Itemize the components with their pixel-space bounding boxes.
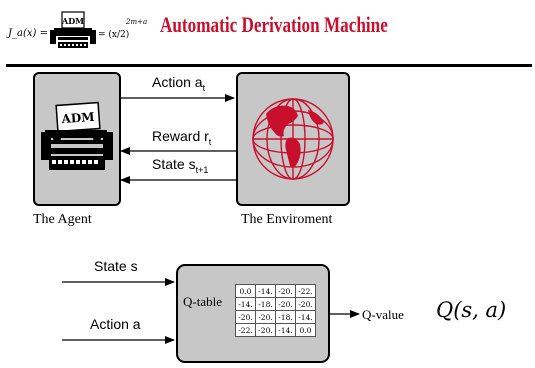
state-label-text: State s [152,156,196,172]
reward-label-text: Reward r [152,128,209,144]
table-cell: -20. [255,323,276,337]
q-formula: Q(s, a) [436,298,507,322]
table-row: 0.0 -14. -20. -22. [235,284,316,298]
action-label-sub: t [202,82,206,93]
qnet-state-label: State s [94,258,138,274]
table-cell: 0.0 [235,284,256,298]
table-cell: -14. [275,323,296,337]
table-row: -14. -18. -20. -20. [235,297,316,311]
action-label-text: Action a [152,74,203,90]
adm-machine-text: ADM [60,110,95,126]
q-value-label: Q-value [362,307,404,322]
table-cell: -20. [275,284,296,298]
table-cell: -18. [255,297,276,311]
adm-logo-small-text: ADM [61,16,84,26]
header-formula: J_a(x) = ADM = (x/2) 2m+a [8,10,148,58]
environment-box [236,72,350,206]
q-table-label: Q-table [183,294,222,309]
table-cell: -20. [295,297,316,311]
table-cell: -20. [255,310,276,324]
table-row: -22. -20. -14. 0.0 [235,323,316,337]
state-label-sub: t+1 [195,164,209,175]
agent-box: ADM [33,72,121,206]
header: J_a(x) = ADM = (x/2) 2m+a Automatic Deri… [0,0,535,67]
page-title: Automatic Derivation Machine [160,12,388,37]
table-cell: -20. [275,297,296,311]
table-cell: -14. [255,284,276,298]
table-cell: -14. [295,310,316,324]
reward-label-sub: t [208,136,212,147]
adm-logo-small-icon: ADM [50,11,96,48]
table-row: -20. -20. -18. -14. [235,310,316,324]
state-label: State st+1 [152,156,208,175]
formula-exponent: 2m+a [126,18,148,26]
table-cell: -20. [235,310,256,324]
formula-rhs: = (x/2) [98,30,130,40]
table-cell: -22. [235,323,256,337]
q-table: 0.0 -14. -20. -22. -14. -18. -20. -20. -… [235,284,316,337]
qnet-action-label: Action a [90,316,141,332]
globe-icon [252,98,334,180]
table-cell: 0.0 [295,323,316,337]
formula-lhs: J_a(x) = [8,28,48,39]
agent-caption: The Agent [33,212,92,227]
header-divider [6,64,532,67]
adm-machine-icon: ADM [41,101,113,170]
environment-caption: The Enviroment [241,212,333,227]
action-label: Action at [152,74,205,93]
reward-label: Reward rt [152,128,211,147]
table-cell: -18. [275,310,296,324]
table-cell: -22. [295,284,316,298]
table-cell: -14. [235,297,256,311]
